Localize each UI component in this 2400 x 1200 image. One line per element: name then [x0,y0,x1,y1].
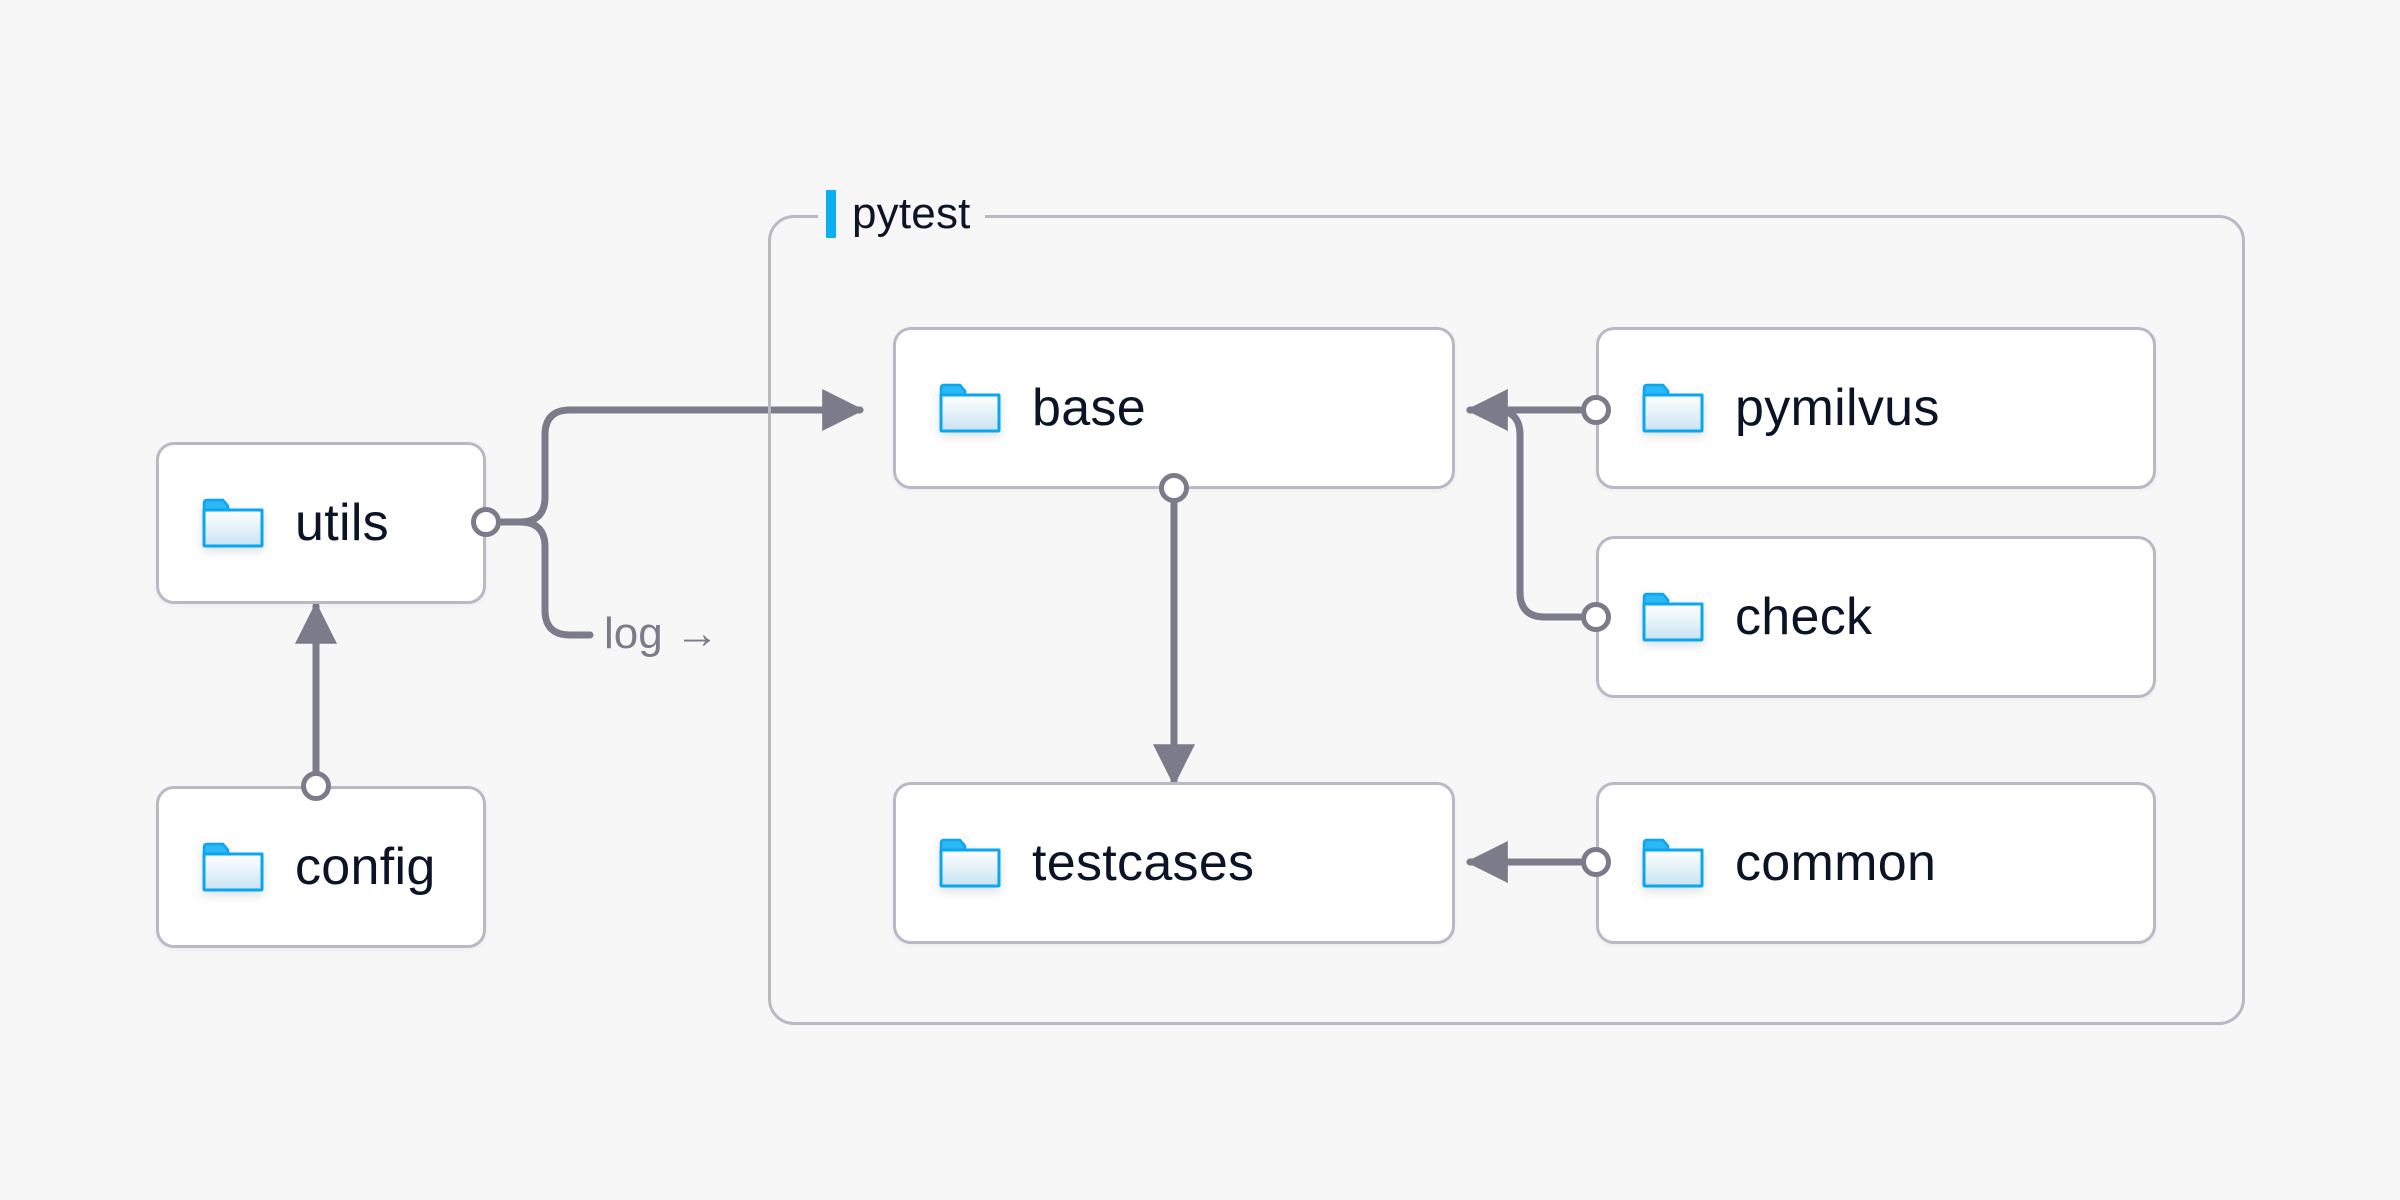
group-pytest [768,215,2245,1025]
folder-icon [202,498,264,548]
node-pymilvus[interactable]: pymilvus [1596,327,2156,489]
port-pymilvus-left[interactable] [1581,395,1611,425]
port-utils-right[interactable] [471,507,501,537]
arrow-right-icon: → [674,609,719,658]
group-accent-bar [826,190,836,238]
node-pymilvus-content: pymilvus [1599,382,1940,434]
port-base-bottom[interactable] [1159,473,1189,503]
node-utils[interactable]: utils [156,442,486,604]
folder-icon [1642,838,1704,888]
node-testcases[interactable]: testcases [893,782,1455,944]
node-check-content: check [1599,591,1872,643]
node-check[interactable]: check [1596,536,2156,698]
folder-icon [939,383,1001,433]
node-utils-content: utils [159,497,389,549]
node-pymilvus-label: pymilvus [1735,379,1940,437]
node-config-content: config [159,841,436,893]
folder-icon [202,842,264,892]
port-common-left[interactable] [1581,847,1611,877]
node-base-label: base [1032,379,1146,437]
node-base-content: base [896,382,1146,434]
node-base[interactable]: base [893,327,1455,489]
node-config[interactable]: config [156,786,486,948]
group-pytest-title: pytest [818,186,985,242]
node-common[interactable]: common [1596,782,2156,944]
node-common-content: common [1599,837,1936,889]
folder-icon [939,838,1001,888]
node-check-label: check [1735,588,1873,646]
edge-utils-log [516,518,594,639]
node-utils-label: utils [295,494,389,552]
port-check-left[interactable] [1581,602,1611,632]
port-config-top[interactable] [301,771,331,801]
folder-icon [1642,383,1704,433]
group-pytest-label: pytest [852,189,971,238]
node-testcases-content: testcases [896,837,1254,889]
node-config-label: config [295,838,436,896]
edge-label-log-text: log [604,609,663,658]
node-testcases-label: testcases [1032,834,1255,892]
edge-label-log: log → [604,612,719,656]
folder-icon [1642,592,1704,642]
node-common-label: common [1735,834,1937,892]
